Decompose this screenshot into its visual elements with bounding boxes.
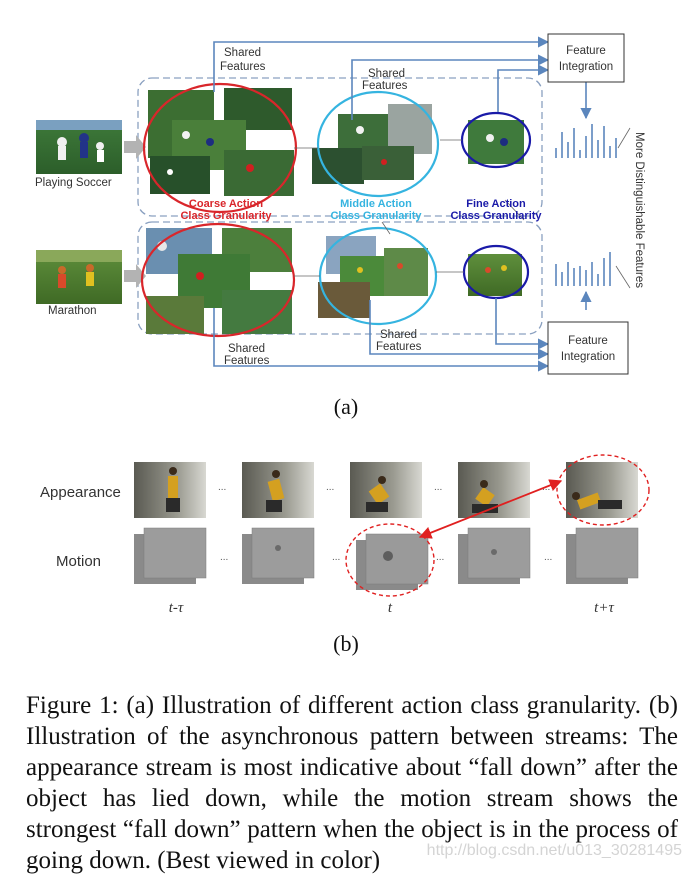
granularity-connectors — [294, 139, 525, 277]
time-label-right: t+τ — [594, 600, 614, 616]
example-label-marathon: Marathon — [48, 305, 97, 317]
fine-label-line1: Fine Action — [466, 198, 526, 210]
more-distinguishable-features-label: More Distinguishable Features — [633, 132, 645, 288]
coarse-marathon-collage — [146, 228, 292, 334]
appearance-frame-5 — [566, 462, 638, 518]
middle-label-line1: Middle Action — [340, 198, 412, 210]
ellipsis-motion-2: ... — [332, 552, 340, 563]
ellipsis-appearance-3: ... — [434, 482, 442, 493]
watermark: http://blog.csdn.net/u013_30281495 — [426, 842, 682, 859]
coarse-label-line2: Class Granularity — [180, 210, 272, 222]
appearance-frame-4 — [458, 462, 530, 518]
shared-features-top1-line2: Features — [220, 61, 266, 73]
motion-frame-4 — [458, 527, 531, 584]
fine-label-line2: Class Granularity — [450, 210, 542, 222]
middle-label-line2: Class Granularity — [330, 210, 422, 222]
shared-features-bottom1-line1: Shared — [380, 329, 417, 341]
asynchronous-link-arrow — [418, 479, 563, 539]
appearance-frames — [134, 462, 638, 518]
panel-b: Appearance Motion ... ... ... ... ... ..… — [40, 454, 650, 656]
shared-features-bottom2-line2: Features — [224, 355, 270, 367]
coarse-soccer-collage — [148, 88, 294, 196]
feature-histogram-bottom — [555, 252, 611, 286]
feature-integration-top-line2: Integration — [559, 61, 613, 73]
middle-ellipse-soccer — [316, 90, 440, 198]
ellipsis-motion-3: ... — [436, 552, 444, 563]
feature-integration-bottom-line1: Feature — [568, 335, 608, 347]
fine-marathon-image — [468, 254, 522, 296]
appearance-frame-3 — [350, 462, 422, 518]
side-label-connector-top — [617, 127, 631, 149]
marathon-group-box — [137, 221, 543, 335]
feature-integration-box-top — [547, 33, 625, 83]
appearance-frame-1 — [134, 462, 206, 518]
motion-frames — [134, 527, 639, 590]
side-label-connector-bottom — [615, 265, 631, 289]
feature-integration-top-line1: Feature — [566, 45, 606, 57]
middle-marathon-collage — [318, 236, 428, 318]
grey-arrow-marathon — [124, 264, 146, 288]
motion-frame-5 — [566, 527, 639, 584]
example-label-soccer: Playing Soccer — [35, 177, 112, 189]
appearance-frame-2 — [242, 462, 314, 518]
feature-histogram-top — [555, 124, 617, 158]
shared-features-bottom2-line1: Shared — [228, 343, 265, 355]
motion-frame-1 — [134, 527, 207, 584]
ellipsis-appearance-1: ... — [218, 482, 226, 493]
panel-b-caption: (b) — [333, 631, 359, 656]
row-label-appearance: Appearance — [40, 484, 121, 501]
feature-integration-box-bottom — [547, 321, 629, 375]
panel-a: Playing Soccer Marathon — [35, 33, 645, 419]
panel-a-caption: (a) — [334, 394, 358, 419]
coarse-label-line1: Coarse Action — [189, 198, 263, 210]
soccer-example-image — [36, 120, 122, 174]
motion-highlight-ellipse — [345, 523, 435, 597]
ellipsis-appearance-2: ... — [326, 482, 334, 493]
ellipsis-motion-4: ... — [544, 552, 552, 563]
shared-features-bottom1-line2: Features — [376, 341, 422, 353]
shared-features-top1-line1: Shared — [224, 47, 261, 59]
ellipsis-motion-1: ... — [220, 552, 228, 563]
row-label-motion: Motion — [56, 553, 101, 570]
coarse-ellipse-marathon — [140, 222, 296, 338]
time-label-middle: t — [388, 600, 393, 616]
marathon-example-image — [36, 250, 122, 304]
shared-features-top2-line2: Features — [362, 80, 408, 92]
motion-frame-3 — [356, 533, 429, 590]
time-label-left: t-τ — [169, 600, 184, 616]
middle-soccer-collage — [312, 104, 432, 184]
grey-arrow-soccer — [124, 135, 146, 159]
shared-feature-arrows — [213, 36, 592, 372]
feature-integration-bottom-line2: Integration — [561, 351, 615, 363]
shared-features-top2-line1: Shared — [368, 68, 405, 80]
figure-caption: Figure 1: (a) Illustration of different … — [26, 692, 678, 874]
motion-frame-2 — [242, 527, 315, 584]
fine-soccer-image — [468, 120, 524, 164]
